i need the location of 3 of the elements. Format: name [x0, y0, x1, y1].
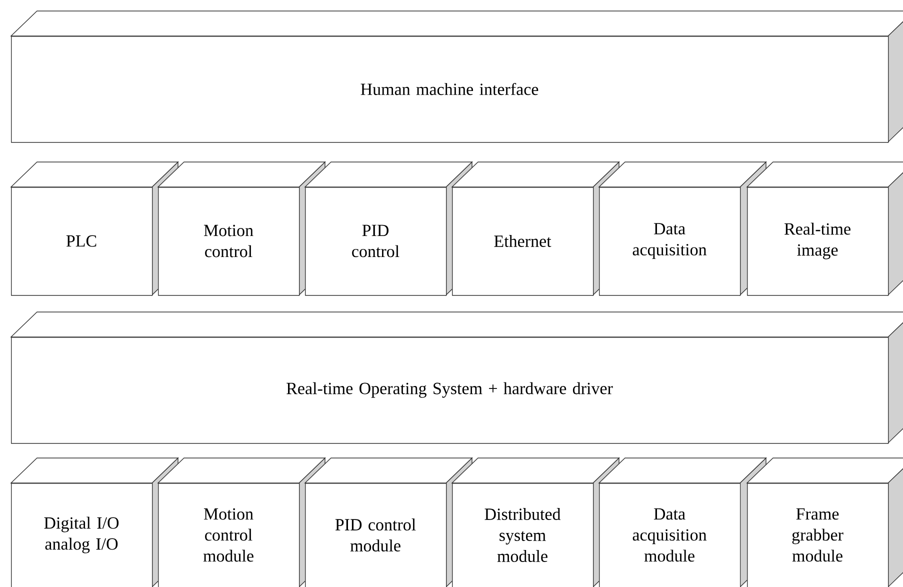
node-label: PID control module: [335, 518, 416, 552]
node-label: Digital I/O analog I/O: [44, 516, 119, 554]
node-label: Data acquisition module: [632, 508, 707, 562]
